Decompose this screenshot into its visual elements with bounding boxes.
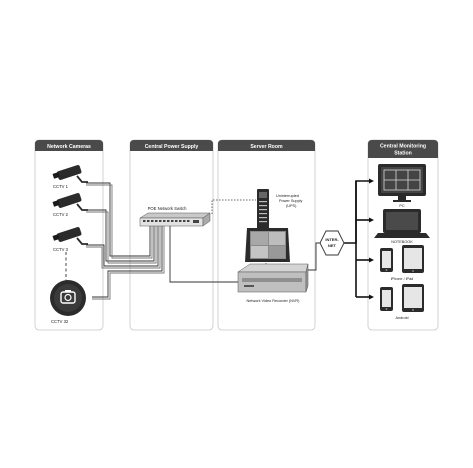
ups-label-line1: Uninterrupted <box>276 194 299 198</box>
camera-icon <box>52 165 88 183</box>
column-header-server: Server Room <box>250 144 283 150</box>
nvr-unit[interactable]: Network Video Recorder (NVR) <box>237 228 309 303</box>
camera-cctv-32[interactable]: CCTV 32 <box>50 280 86 324</box>
dome-camera-icon <box>50 280 86 316</box>
column-header-monitoring-2: Station <box>394 151 412 157</box>
nvr-to-internet-wire <box>306 242 320 271</box>
nvr-icon <box>237 228 309 293</box>
column-header-cameras: Network Cameras <box>47 144 91 150</box>
ups-label-line3: (UPS) <box>286 204 297 208</box>
smartphone-icon <box>380 248 393 272</box>
panel-central-power-supply: Central Power Supply <box>129 139 214 331</box>
tablet-icon <box>402 245 424 273</box>
switch-icon <box>139 212 211 227</box>
device-label-iphone: iPhone / iPad <box>391 277 414 281</box>
pc-monitor-icon <box>378 164 426 202</box>
camera-label: CCTV 3 <box>53 247 69 252</box>
internet-node[interactable]: INTER- NET <box>319 230 345 256</box>
globe-icon <box>319 230 345 256</box>
device-pc[interactable]: PC <box>378 164 426 208</box>
camera-icon <box>52 193 88 211</box>
ups-label-line2: Power Supply <box>279 199 303 203</box>
wire-arrowheads <box>369 178 374 300</box>
laptop-icon <box>374 209 430 238</box>
internet-label-line2: NET <box>328 243 337 248</box>
tablet-icon <box>402 284 424 312</box>
device-iphone-ipad[interactable]: iPhone / iPad <box>380 245 424 281</box>
camera-label: CCTV 2 <box>53 212 69 217</box>
device-label-android: Android <box>395 316 408 320</box>
column-header-monitoring-1: Central Monitoring <box>380 144 426 150</box>
ups-unit[interactable]: Uninterrupted Power Supply (UPS) <box>257 189 303 236</box>
internet-to-devices-wires <box>344 180 370 298</box>
switch-to-nvr-wire <box>169 226 244 283</box>
device-label-pc: PC <box>399 204 405 208</box>
device-label-notebook: NOTEBOOK <box>391 240 413 244</box>
ups-power-wire <box>211 199 256 214</box>
poe-network-switch[interactable]: POE Network Switch <box>139 206 211 227</box>
poe-switch-label: POE Network Switch <box>148 206 188 211</box>
camera-wires <box>86 182 165 300</box>
column-header-power: Central Power Supply <box>145 144 199 150</box>
smartphone-icon <box>380 287 393 311</box>
camera-label: CCTV 1 <box>53 184 69 189</box>
device-android[interactable]: Android <box>380 284 424 320</box>
ups-icon <box>257 189 269 236</box>
internet-label-line1: INTER- <box>325 237 339 242</box>
nvr-label: Network Video Recorder (NVR) <box>247 299 301 303</box>
camera-cctv-1[interactable]: CCTV 1 <box>52 164 88 189</box>
camera-label: CCTV 32 <box>51 319 69 324</box>
device-notebook[interactable]: NOTEBOOK <box>374 209 430 244</box>
camera-cctv-3[interactable]: CCTV 3 <box>52 226 88 252</box>
camera-icon <box>52 227 88 245</box>
camera-cctv-2[interactable]: CCTV 2 <box>52 192 88 217</box>
